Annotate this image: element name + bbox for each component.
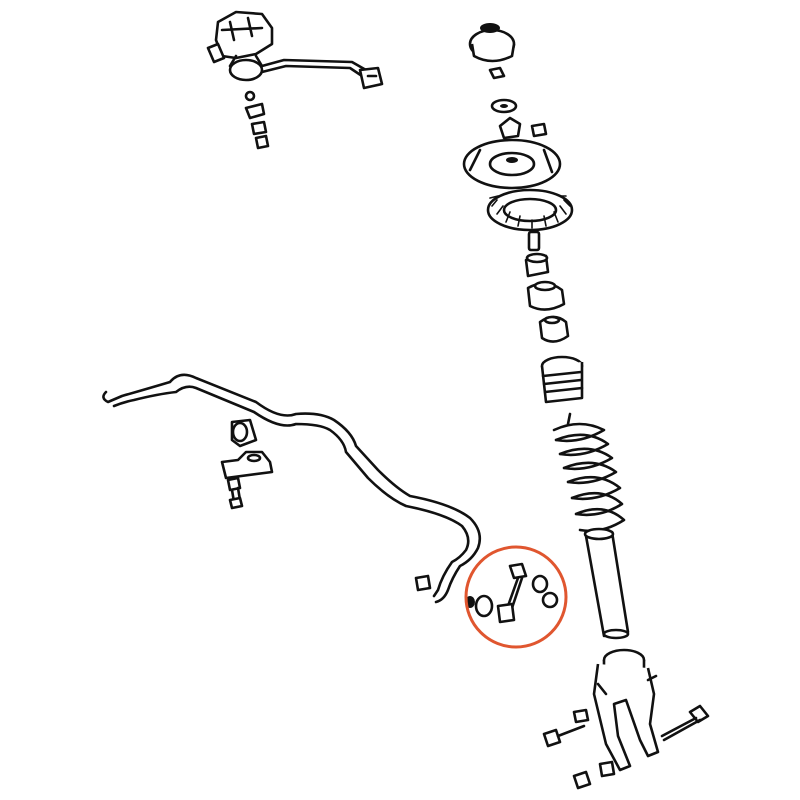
- cap-nut: [488, 66, 506, 80]
- bump-stop-upper: [526, 280, 566, 311]
- coil-spring: [552, 412, 626, 533]
- steering-knuckle: [592, 648, 660, 772]
- stabilizer-end-nut: [414, 574, 432, 592]
- dust-boot: [540, 355, 584, 404]
- piston-rod-sleeve: [527, 230, 541, 252]
- strut-damper-body: [583, 527, 630, 640]
- upper-mount-plate: [462, 138, 562, 190]
- strut-mount-cap: [468, 23, 516, 63]
- stabilizer-bracket: [220, 450, 274, 480]
- sensor-bracket-assembly: [206, 10, 384, 150]
- highlight-circle: [464, 545, 568, 649]
- bracket-bolt: [226, 476, 244, 510]
- thrust-washer: [490, 98, 518, 114]
- knuckle-nuts-bottom: [572, 760, 616, 790]
- mount-bushing: [498, 116, 548, 140]
- stabilizer-bushing: [230, 418, 258, 448]
- bump-stop-lower: [538, 315, 570, 343]
- knuckle-nut-left: [542, 708, 590, 748]
- spring-seat-insulator: [486, 188, 574, 232]
- stabilizer-link: [465, 562, 559, 624]
- knuckle-bolt: [660, 704, 710, 742]
- dust-cover-ring: [524, 252, 550, 278]
- stabilizer-bar: [102, 373, 482, 604]
